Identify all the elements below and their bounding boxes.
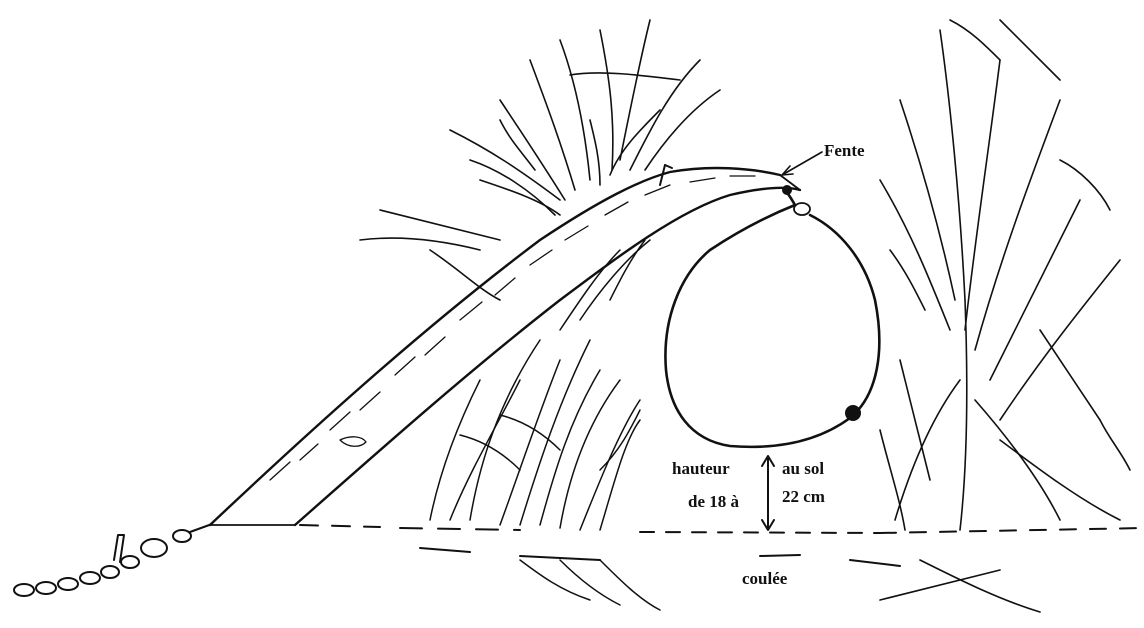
label-hauteur: hauteur — [672, 460, 730, 477]
label-fente: Fente — [824, 142, 865, 159]
anchor-chain — [14, 524, 212, 596]
snare-knot-top — [782, 185, 792, 195]
label-22-cm: 22 cm — [782, 488, 825, 505]
height-arrow — [762, 456, 774, 530]
right-bush — [880, 20, 1130, 612]
label-au-sol: au sol — [782, 460, 824, 477]
ground-line — [300, 525, 1144, 566]
label-de-18-a: de 18 à — [688, 493, 739, 510]
fente-pointer — [782, 152, 822, 175]
grass-tufts — [430, 240, 660, 610]
label-coulee: coulée — [742, 570, 787, 587]
snare-knot-side — [845, 405, 861, 421]
log-bark-texture — [270, 176, 755, 480]
snare-eyelet — [794, 203, 810, 215]
